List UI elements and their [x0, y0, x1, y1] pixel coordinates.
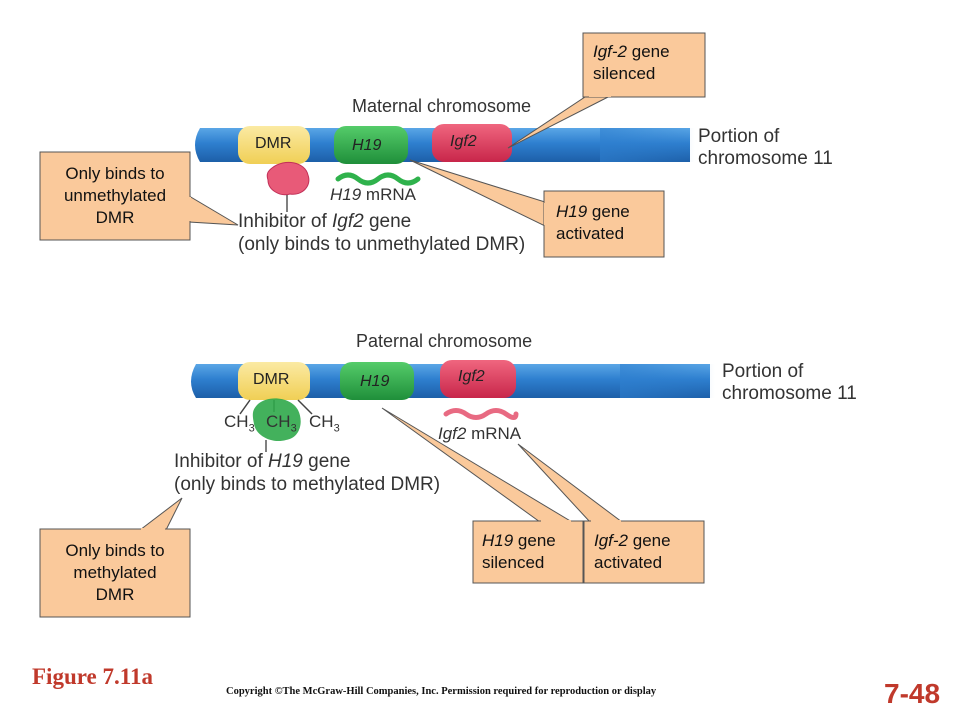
callout-h19-silenced-shape	[381, 407, 584, 584]
maternal-h19-mrna-label: H19 mRNA	[330, 185, 416, 204]
methyl-group-2: CH3	[266, 412, 297, 435]
methyl-group-3: CH3	[309, 412, 340, 435]
callout-igf2-activated: Igf-2 gene activated	[594, 531, 671, 572]
methyl-group-1: CH3	[224, 412, 255, 435]
figure-label: Figure 7.11a	[32, 664, 153, 689]
paternal-igf2-segment	[440, 360, 516, 398]
paternal-igf2-mrna-squiggle	[443, 408, 519, 420]
paternal-inhibitor-protein	[252, 398, 301, 442]
paternal-inhibitor-label: Inhibitor of H19 gene	[174, 451, 351, 472]
methyl-bond-1	[239, 399, 251, 415]
maternal-portion-of: Portion of	[698, 126, 780, 147]
maternal-dmr-segment	[238, 126, 310, 164]
callout-igf2-silenced: Igf-2 gene silenced	[593, 42, 670, 83]
paternal-h19-segment	[340, 362, 414, 400]
methyl-bond-3	[297, 399, 313, 415]
maternal-h19-label: H19	[352, 137, 382, 154]
maternal-chromosome	[195, 124, 695, 164]
callout-h19-silenced: H19 gene silenced	[482, 531, 556, 572]
paternal-chromosome-11: chromosome 11	[722, 383, 857, 404]
paternal-chromosome	[191, 360, 715, 400]
callout-igf2-activated-shape	[517, 443, 705, 584]
maternal-dmr-label: DMR	[255, 135, 292, 152]
maternal-h19-segment	[334, 126, 408, 164]
callout-h19-activated-shape	[409, 159, 665, 258]
copyright-notice: Copyright ©The McGraw-Hill Companies, In…	[226, 686, 657, 697]
maternal-inhibitor-note: (only binds to unmethylated DMR)	[238, 234, 526, 255]
maternal-h19-mrna-squiggle	[335, 172, 421, 186]
paternal-dmr-label: DMR	[253, 371, 290, 388]
maternal-igf2-label: Igf2	[450, 133, 477, 150]
callout-methylated-shape	[39, 497, 191, 618]
slide-number: 7-48	[884, 678, 941, 709]
maternal-title: Maternal chromosome	[352, 96, 532, 116]
paternal-igf2-label: Igf2	[458, 368, 485, 385]
paternal-dmr-segment	[238, 362, 310, 400]
maternal-igf2-segment	[432, 124, 512, 162]
maternal-inhibitor-protein	[266, 161, 310, 196]
maternal-chromosome-11: chromosome 11	[698, 148, 833, 169]
paternal-inhibitor-note: (only binds to methylated DMR)	[174, 474, 441, 495]
callout-only-unmethylated: Only binds to unmethylated DMR	[63, 164, 167, 227]
maternal-inhibitor-label: Inhibitor of Igf2 gene	[238, 211, 412, 232]
paternal-h19-label: H19	[360, 373, 390, 390]
paternal-igf2-mrna-label: Igf2 mRNA	[438, 424, 522, 443]
callout-h19-activated: H19 gene activated	[556, 202, 630, 243]
callout-only-methylated: Only binds to methylated DMR	[65, 541, 165, 604]
paternal-portion-of: Portion of	[722, 361, 804, 382]
callout-igf2-silenced-shape	[507, 32, 706, 149]
paternal-title: Paternal chromosome	[356, 331, 533, 351]
callout-unmethylated-shape	[39, 151, 239, 241]
